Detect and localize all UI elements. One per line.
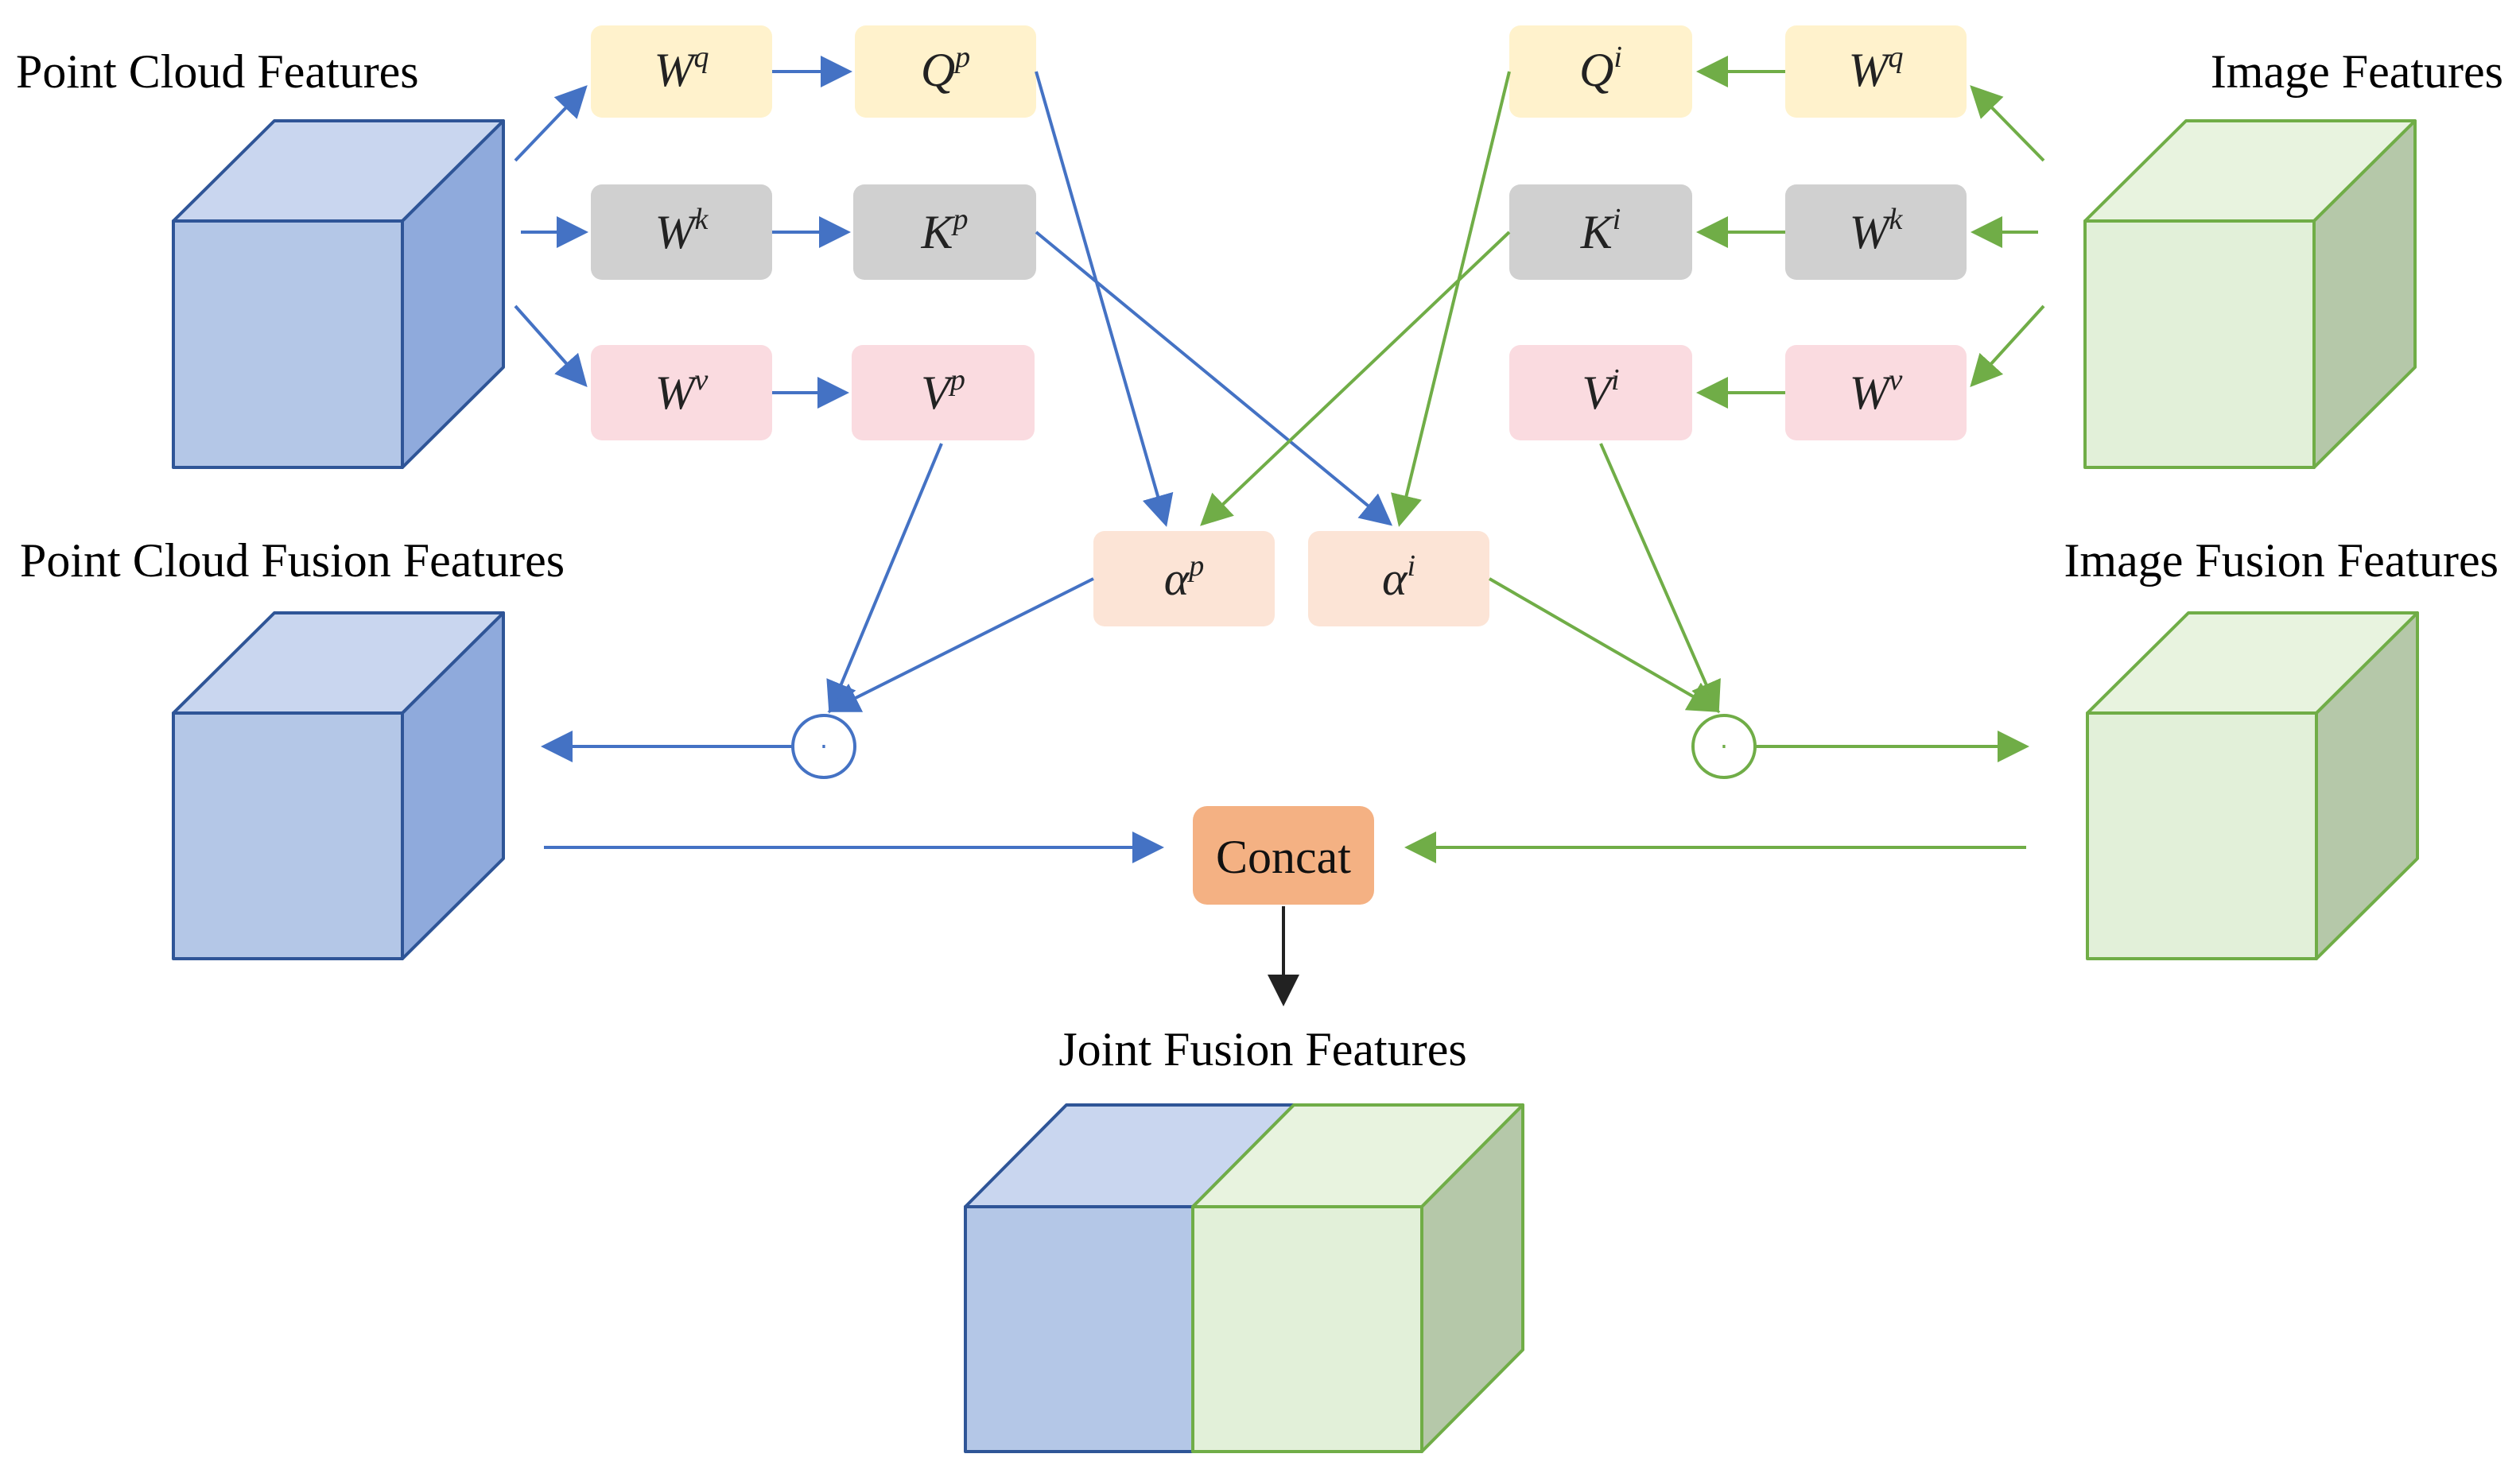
box-left-wk: Wk xyxy=(591,184,772,280)
green-arrows xyxy=(1200,56,2045,863)
label-point-cloud-fusion-features: Point Cloud Fusion Features xyxy=(20,534,565,587)
svg-text:αp: αp xyxy=(1164,549,1205,605)
box-qi: Qi xyxy=(1509,25,1692,118)
hadamard-right: · xyxy=(1691,714,1757,779)
svg-text:·: · xyxy=(820,731,828,762)
svg-text:Wv: Wv xyxy=(655,363,709,419)
svg-text:Qp: Qp xyxy=(921,41,970,96)
joint-fusion-cube xyxy=(964,1103,1524,1453)
svg-text:Ki: Ki xyxy=(1580,203,1621,258)
svg-text:αi: αi xyxy=(1382,549,1415,605)
box-left-wv: Wv xyxy=(591,345,772,440)
svg-text:Kp: Kp xyxy=(920,203,968,258)
label-image-features: Image Features xyxy=(2211,45,2503,98)
svg-text:Vi: Vi xyxy=(1582,363,1619,419)
svg-text:Vp: Vp xyxy=(921,363,965,419)
svg-text:Wq: Wq xyxy=(654,41,709,96)
box-vp: Vp xyxy=(852,345,1035,440)
point-cloud-cube xyxy=(172,119,505,469)
label-image-fusion-features: Image Fusion Features xyxy=(2064,534,2499,587)
svg-text:Wq: Wq xyxy=(1849,41,1904,96)
blue-arrows xyxy=(514,56,1393,863)
box-right-wq: Wq xyxy=(1785,25,1967,118)
svg-text:Wk: Wk xyxy=(1850,203,1904,258)
label-point-cloud-features: Point Cloud Features xyxy=(16,45,419,98)
box-ki: Ki xyxy=(1509,184,1692,280)
box-right-wk: Wk xyxy=(1785,184,1967,280)
box-alpha-i: αi xyxy=(1308,531,1489,626)
point-cloud-fusion-cube xyxy=(172,611,505,960)
concat-box: Concat xyxy=(1193,806,1374,905)
label-joint-fusion-features: Joint Fusion Features xyxy=(1058,1023,1466,1076)
svg-text:Concat: Concat xyxy=(1216,831,1351,883)
svg-text:Qi: Qi xyxy=(1579,41,1622,96)
box-vi: Vi xyxy=(1509,345,1692,440)
box-left-wq: Wq xyxy=(591,25,772,118)
image-cube xyxy=(2083,119,2417,469)
box-qp: Qp xyxy=(855,25,1036,118)
svg-text:·: · xyxy=(1720,731,1728,762)
image-fusion-cube xyxy=(2086,611,2419,960)
svg-text:Wv: Wv xyxy=(1850,363,1903,419)
svg-text:Wk: Wk xyxy=(655,203,709,258)
box-right-wv: Wv xyxy=(1785,345,1967,440)
box-alpha-p: αp xyxy=(1093,531,1275,626)
hadamard-left: · xyxy=(791,714,856,779)
box-kp: Kp xyxy=(853,184,1036,280)
